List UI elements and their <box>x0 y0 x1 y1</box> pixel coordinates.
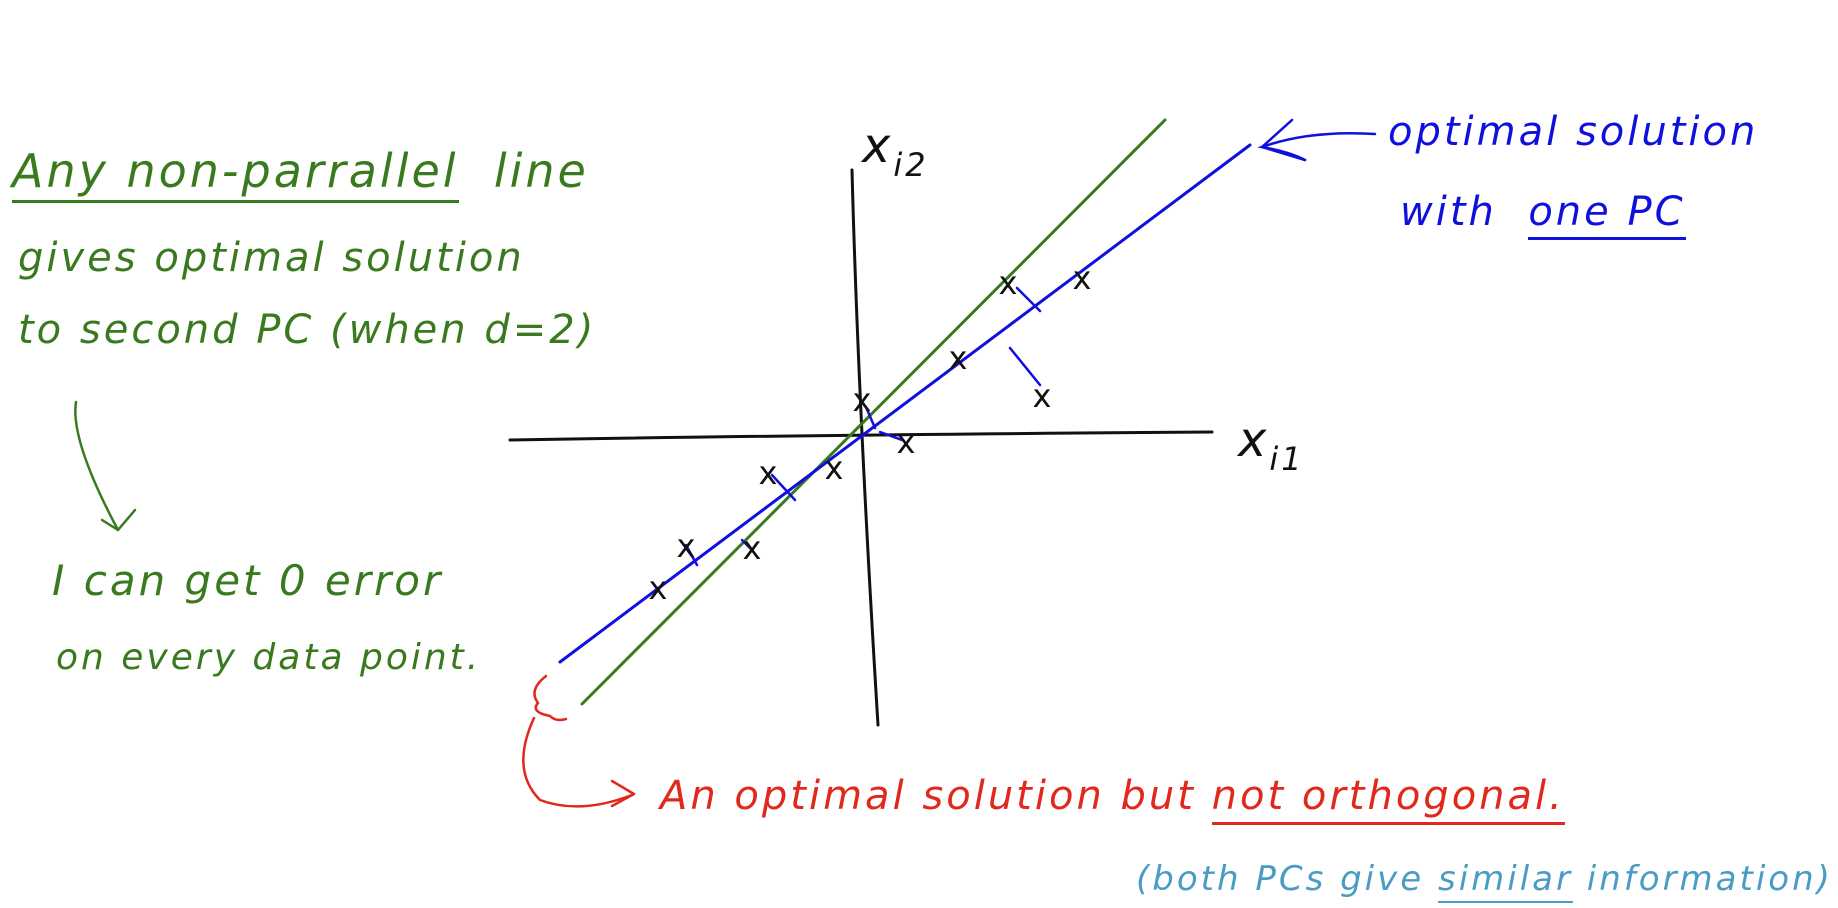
horizontal-axis <box>508 430 1214 442</box>
bottom-sub-note: (both PCs give similar information) <box>1136 859 1833 903</box>
data-point-11: x <box>649 569 668 607</box>
data-point-8: x <box>825 449 844 487</box>
red-brace <box>533 674 568 722</box>
left-note-line-4: I can get 0 error <box>52 556 444 605</box>
bottom-note: An optimal solution but not orthogonal. <box>660 773 1565 825</box>
data-point-1: x <box>999 264 1018 302</box>
left-note-line-2: gives optimal solution <box>18 235 525 281</box>
data-point-4: x <box>1033 377 1052 415</box>
data-point-7: x <box>759 454 778 492</box>
data-point-10: x <box>743 529 762 567</box>
left-note-line-5: on every data point. <box>56 637 482 678</box>
data-point-3: x <box>949 339 968 377</box>
green-arrow-shaft <box>74 400 120 532</box>
data-point-6: x <box>897 423 916 461</box>
red-arrow-shaft <box>522 716 634 808</box>
right-note-line-1: optimal solution <box>1388 109 1759 155</box>
data-point-9: x <box>677 527 696 565</box>
green-line <box>580 118 1167 706</box>
right-note-line-2: with one PC <box>1400 189 1686 240</box>
x-axis-label: xi1 <box>1238 412 1305 478</box>
vertical-axis <box>850 168 880 727</box>
y-axis-label: xi2 <box>862 118 929 184</box>
data-point-5: x <box>853 381 872 419</box>
left-note-line-1: Any non-parrallel line <box>12 144 589 203</box>
red-arrowhead <box>610 779 636 808</box>
blue-arrowhead <box>1260 118 1307 162</box>
left-note-line-3: to second PC (when d=2) <box>18 307 597 353</box>
residual-lines <box>684 286 1042 567</box>
blue-arrow-shaft <box>1257 131 1377 162</box>
green-arrowhead <box>100 508 137 532</box>
blue-pc-line <box>558 143 1252 664</box>
data-point-2: x <box>1073 259 1092 297</box>
